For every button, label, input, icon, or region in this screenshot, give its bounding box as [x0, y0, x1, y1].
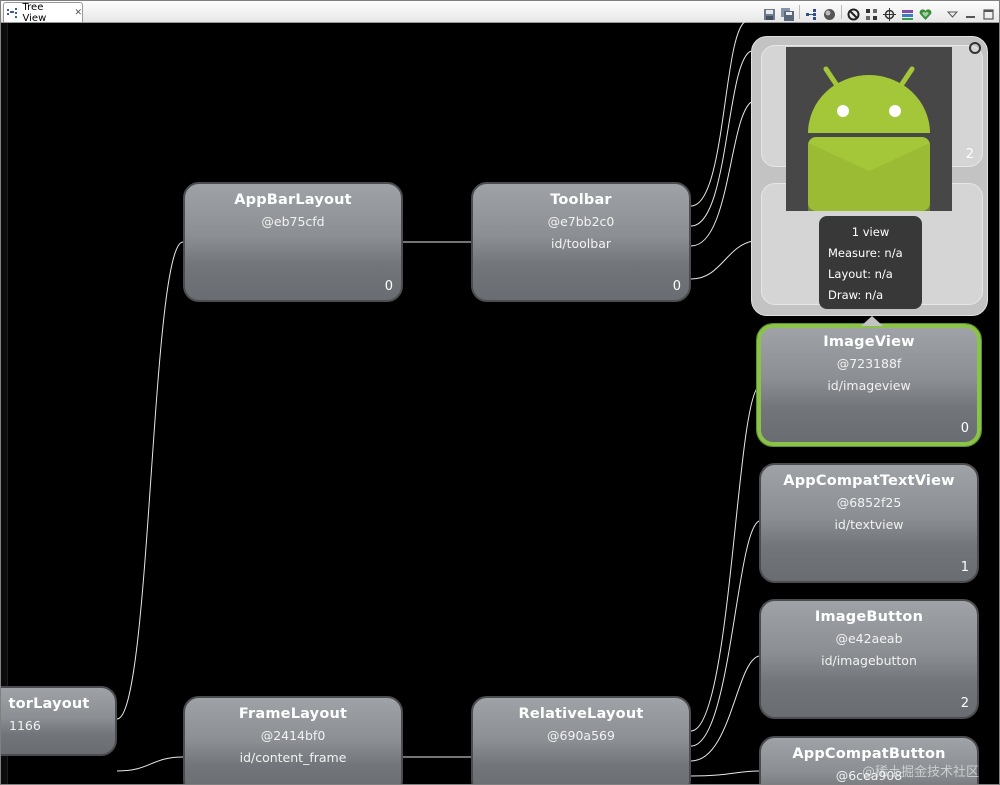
node-name: AppCompatButton — [792, 746, 946, 762]
node-id: id/imageview — [827, 378, 911, 393]
tree-icon[interactable] — [805, 6, 818, 20]
view-toolbar — [763, 4, 995, 21]
node-hash: @e7bb2c0 — [547, 214, 615, 229]
node-hash: @e42aeab — [835, 631, 903, 646]
node-name: ImageButton — [814, 609, 924, 625]
crosshair-icon[interactable] — [883, 6, 896, 21]
node-relativelayout[interactable]: RelativeLayout @690a569 — [471, 696, 691, 784]
node-child-count: 0 — [672, 279, 681, 294]
android-robot-icon — [808, 66, 930, 211]
node-child-count: 1 — [960, 560, 969, 575]
node-id: id/textview — [834, 517, 904, 532]
node-name: Toolbar — [550, 192, 612, 208]
node-hash: @6852f25 — [836, 495, 902, 510]
hierarchy-icon[interactable] — [865, 6, 878, 20]
tab-title: Tree View — [22, 1, 47, 24]
minimize-icon[interactable] — [964, 6, 977, 19]
view-stats-tooltip: 1 view Measure: n/a Layout: n/a Draw: n/… — [819, 216, 922, 309]
draw-time: Draw: n/a — [828, 288, 884, 302]
maximize-icon[interactable] — [982, 6, 995, 20]
node-id: id/content_frame — [239, 750, 347, 765]
node-framelayout[interactable]: FrameLayout @2414bf0 id/content_frame — [183, 696, 403, 784]
node-hash: @723188f — [836, 356, 902, 371]
left-scrollbar-track[interactable] — [1, 23, 8, 784]
node-child-count: 0 — [960, 421, 969, 436]
tab-bar: Tree View ✕ — [1, 1, 999, 24]
node-appcompattextview[interactable]: AppCompatTextView @6852f25 id/textview 1 — [759, 463, 979, 583]
node-name: AppBarLayout — [234, 192, 352, 208]
node-toolbar[interactable]: Toolbar @e7bb2c0 id/toolbar 0 — [471, 182, 691, 302]
node-id: id/toolbar — [550, 236, 612, 251]
node-appcompatbutton[interactable]: AppCompatButton @6cea908 — [759, 736, 979, 784]
close-icon[interactable]: ✕ — [74, 7, 82, 18]
save-icon[interactable] — [763, 6, 776, 20]
node-name: AppCompatTextView — [783, 473, 955, 489]
heart-icon[interactable] — [919, 6, 932, 20]
node-coordinatorlayout[interactable]: torLayout 1166 — [1, 686, 117, 756]
node-hash: 1166 — [9, 718, 41, 733]
toolbar-separator — [799, 5, 800, 19]
pin-icon[interactable] — [969, 42, 981, 54]
ghost-node-count: 2 — [965, 147, 974, 162]
node-hash: @690a569 — [547, 728, 615, 743]
node-hash: @eb75cfd — [261, 214, 325, 229]
tab-tree-view[interactable]: Tree View ✕ — [3, 1, 83, 24]
measure-time: Measure: n/a — [828, 246, 903, 260]
layers-icon[interactable] — [901, 6, 914, 20]
node-name: FrameLayout — [238, 706, 348, 722]
layout-time: Layout: n/a — [828, 267, 893, 281]
sphere-icon[interactable] — [823, 6, 836, 20]
node-name: torLayout — [8, 696, 90, 712]
node-name: ImageView — [823, 334, 915, 350]
save-all-icon[interactable] — [781, 6, 794, 21]
block-icon[interactable] — [847, 6, 860, 20]
view-preview-image — [786, 47, 952, 211]
node-hash: @6cea908 — [835, 768, 903, 783]
node-child-count: 2 — [960, 696, 969, 711]
node-id: id/imagebutton — [821, 653, 917, 668]
node-appbarlayout[interactable]: AppBarLayout @eb75cfd 0 — [183, 182, 403, 302]
toolbar-separator — [841, 5, 842, 19]
node-hash: @2414bf0 — [260, 728, 326, 743]
popup-pointer — [861, 316, 883, 326]
node-name: RelativeLayout — [518, 706, 644, 722]
view-count: 1 view — [851, 225, 890, 239]
menu-arrow-icon[interactable] — [946, 6, 959, 19]
watermark: @稀土掘金技术社区 — [861, 765, 979, 780]
node-imagebutton[interactable]: ImageButton @e42aeab id/imagebutton 2 — [759, 599, 979, 719]
tree-view-icon — [7, 7, 19, 19]
node-child-count: 0 — [384, 279, 393, 294]
node-imageview[interactable]: ImageView @723188f id/imageview 0 — [757, 324, 981, 446]
